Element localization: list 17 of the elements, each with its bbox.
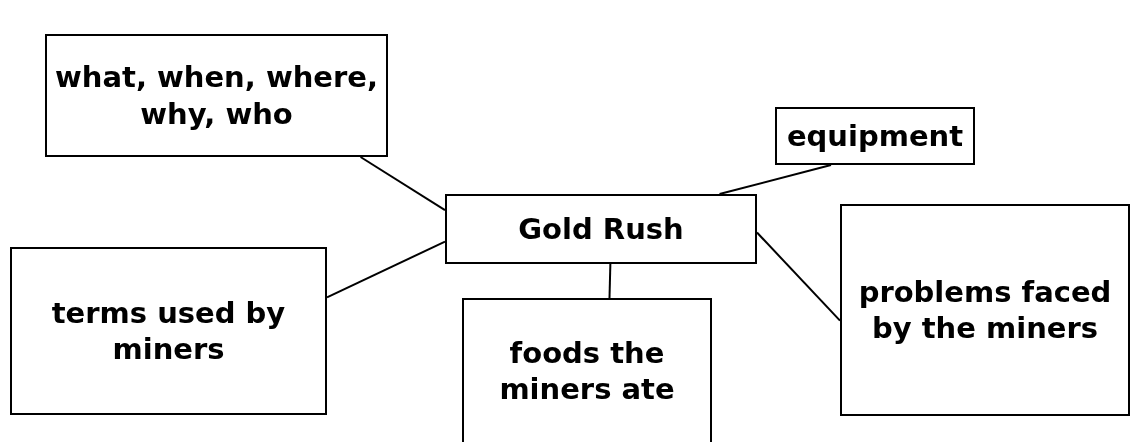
topic-label: foods the miners ate	[498, 334, 676, 408]
connector-line	[326, 240, 446, 299]
connector-line	[359, 156, 446, 212]
topic-box	[462, 298, 712, 442]
connector-line	[718, 164, 832, 195]
topic-box	[775, 107, 975, 165]
connector-line	[756, 231, 841, 322]
topic-label: what, when, where, why, who	[54, 59, 379, 132]
topic-box	[445, 194, 757, 264]
connector-line	[608, 263, 612, 299]
topic-box	[840, 204, 1130, 416]
topic-label: equipment	[786, 117, 964, 155]
topic-box	[45, 34, 388, 157]
topic-box	[10, 247, 327, 415]
topic-label: problems faced by the miners	[857, 273, 1113, 347]
topic-label: terms used by miners	[50, 294, 287, 368]
topic-label: Gold Rush	[518, 210, 684, 248]
